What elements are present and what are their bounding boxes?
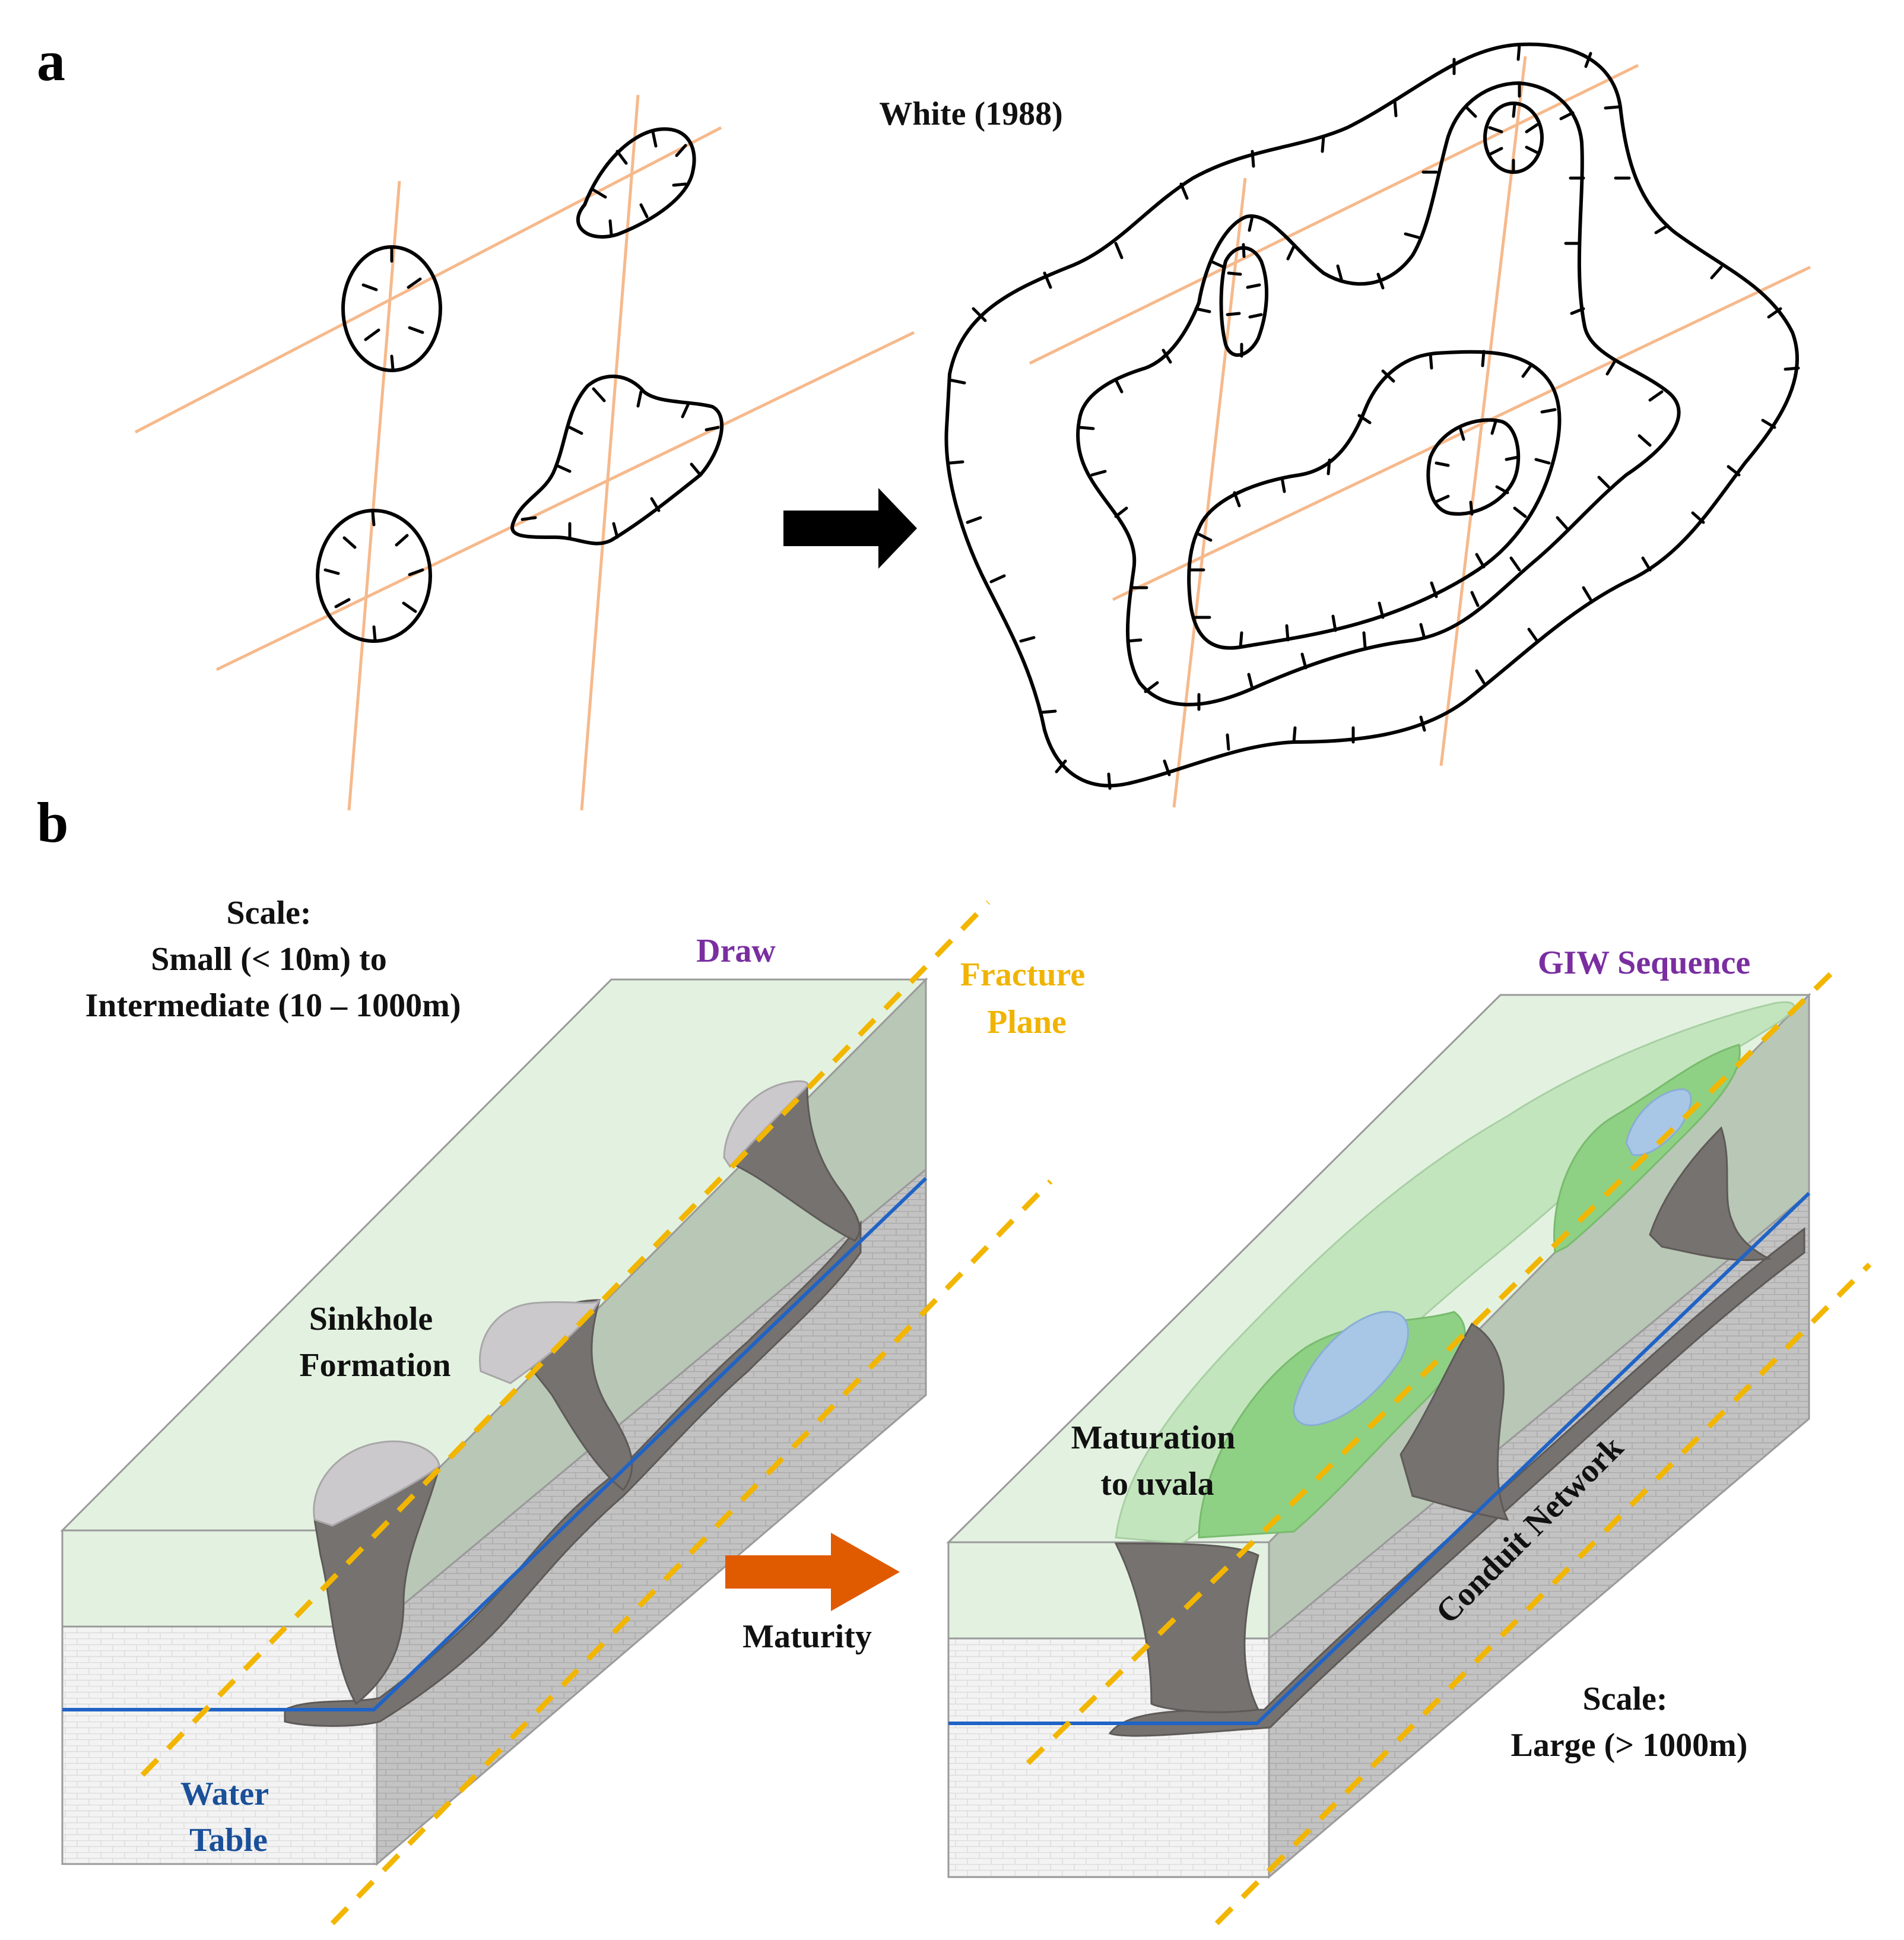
- panel-b-label: b: [37, 791, 68, 854]
- fracture-lines-left: [134, 94, 915, 811]
- small-hole-inner: [1426, 418, 1521, 516]
- pond-2: [1625, 1088, 1692, 1156]
- fracture-lines-right: [1029, 56, 1811, 808]
- maturity-label: Maturity: [742, 1618, 872, 1655]
- sinkhole-lower-left: [316, 509, 432, 643]
- sinkhole-cap-1: [313, 1440, 440, 1527]
- pond-1: [1293, 1311, 1409, 1427]
- small-depressions: [316, 127, 724, 643]
- fracture-plane-4: [1214, 1262, 1872, 1926]
- maturity-arrow: [725, 1533, 900, 1611]
- uvala-contours: [944, 42, 1800, 788]
- block-left: [60, 900, 1053, 1926]
- sinkhole-formation-label: Sinkhole Formation: [299, 1301, 450, 1384]
- block-right: [946, 971, 1872, 1926]
- water-table-line-left: [62, 1177, 928, 1711]
- draw-label: Draw: [696, 933, 776, 969]
- conduit-right: [1108, 1226, 1805, 1737]
- panel-a-label: a: [37, 29, 65, 93]
- hachure-ticks: [323, 43, 1800, 790]
- giw-sequence-label: GIW Sequence: [1538, 944, 1750, 981]
- scale-small-label: Scale: Small (< 10m) to Intermediate (10…: [85, 895, 461, 1024]
- outer-contour: [944, 42, 1800, 788]
- fracture-plane-3: [1026, 971, 1833, 1765]
- middle-contour: [1076, 81, 1681, 706]
- small-hole-left: [1219, 246, 1269, 357]
- conduit-left: [284, 1220, 862, 1727]
- giw-inner-1: [1198, 1311, 1466, 1539]
- uvala-shaft-3: [1649, 1126, 1772, 1261]
- fracture-plane-1: [140, 900, 991, 1777]
- citation-white-1988: White (1988): [879, 96, 1063, 132]
- depression-upper-right: [576, 127, 696, 239]
- fracture-plane-label: Fracture Plane: [960, 956, 1093, 1041]
- inner-contour: [1187, 350, 1562, 650]
- fracture-plane-2: [330, 1179, 1053, 1926]
- water-table-label: Water Table: [180, 1776, 277, 1859]
- depression-lower-right: [510, 375, 724, 546]
- maturation-label: Maturation to uvala: [1071, 1419, 1244, 1502]
- scale-large-label: Scale: Large (> 1000m): [1511, 1681, 1748, 1764]
- arrow-a: [783, 488, 917, 569]
- water-table-line-right: [948, 1191, 1811, 1725]
